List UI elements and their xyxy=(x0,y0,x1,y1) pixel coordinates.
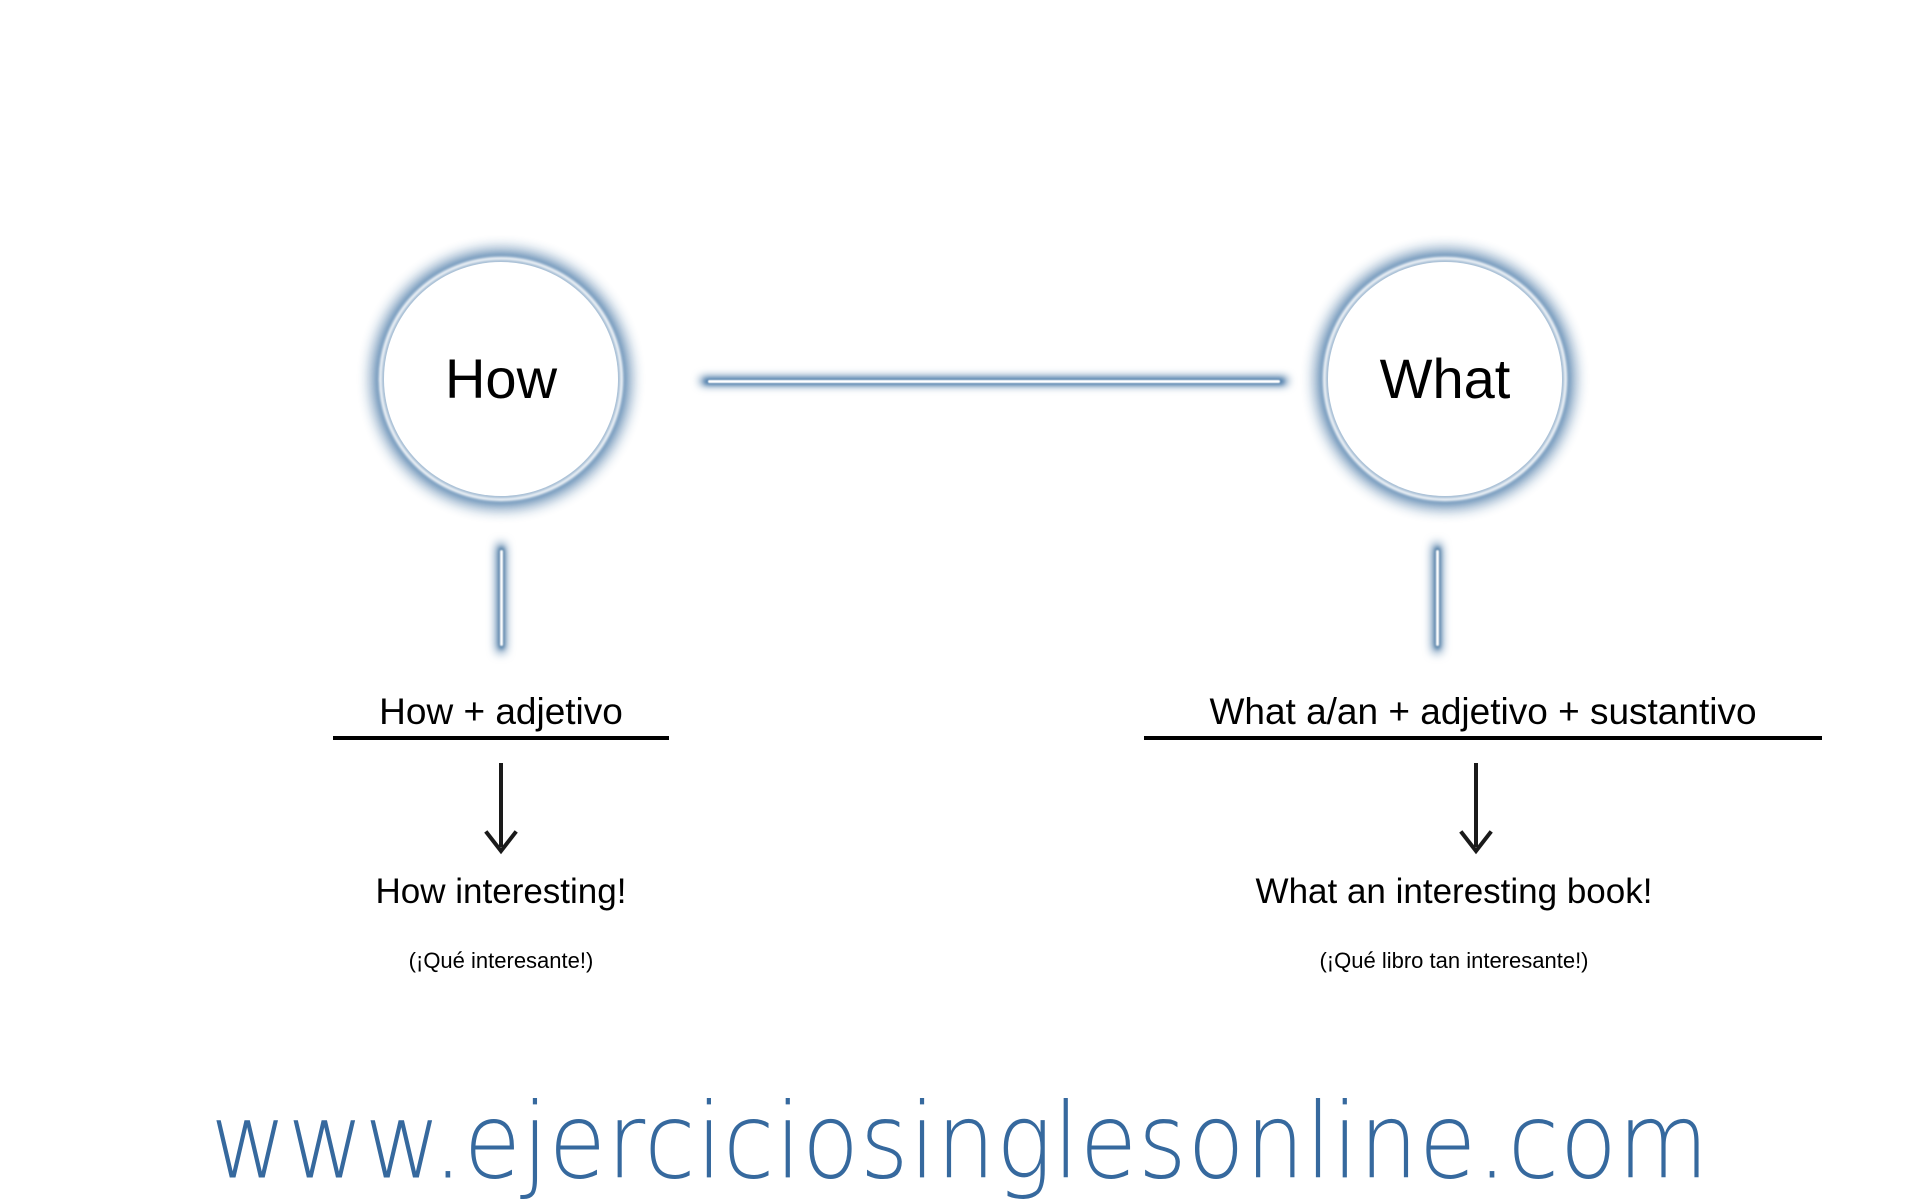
node-what-label: What xyxy=(1379,347,1511,410)
example-what-spanish: (¡Qué libro tan interesante!) xyxy=(1319,948,1589,974)
node-glow-outer xyxy=(1316,250,1574,508)
example-how-english: How interesting! xyxy=(375,872,627,911)
node-how[interactable]: How xyxy=(372,250,630,508)
arrow-down-icon xyxy=(481,763,521,855)
formula-what-text: What a/an + adjetivo + sustantivo xyxy=(1209,691,1757,732)
connector-core xyxy=(499,550,503,646)
connector-core xyxy=(1435,550,1439,646)
node-glow-core xyxy=(379,257,623,501)
arrow-down-icon xyxy=(1456,763,1496,855)
formula-what: What a/an + adjetivo + sustantivo xyxy=(1144,692,1822,740)
formula-how-underline xyxy=(333,735,669,740)
node-how-label: How xyxy=(444,347,558,410)
formula-how: How + adjetivo xyxy=(333,692,669,740)
node-fill xyxy=(384,262,618,496)
node-fill xyxy=(1328,262,1562,496)
example-how-spanish: (¡Qué interesante!) xyxy=(408,948,594,974)
formula-what-underline xyxy=(1144,735,1822,740)
connector-core xyxy=(708,379,1280,383)
connector-what-to-formula xyxy=(1424,543,1450,653)
node-what[interactable]: What xyxy=(1316,250,1574,508)
example-what-english: What an interesting book! xyxy=(1255,872,1653,911)
node-glow-outer xyxy=(372,250,630,508)
connector-how-what xyxy=(700,370,1288,392)
node-glow-core xyxy=(1323,257,1567,501)
example-what: What an interesting book! (¡Qué libro ta… xyxy=(1104,872,1804,974)
example-how: How interesting! (¡Qué interesante!) xyxy=(221,872,781,974)
formula-how-text: How + adjetivo xyxy=(379,691,623,732)
watermark-url: www.ejerciciosinglesonline.com xyxy=(210,1081,1710,1202)
connector-how-to-formula xyxy=(488,543,514,653)
